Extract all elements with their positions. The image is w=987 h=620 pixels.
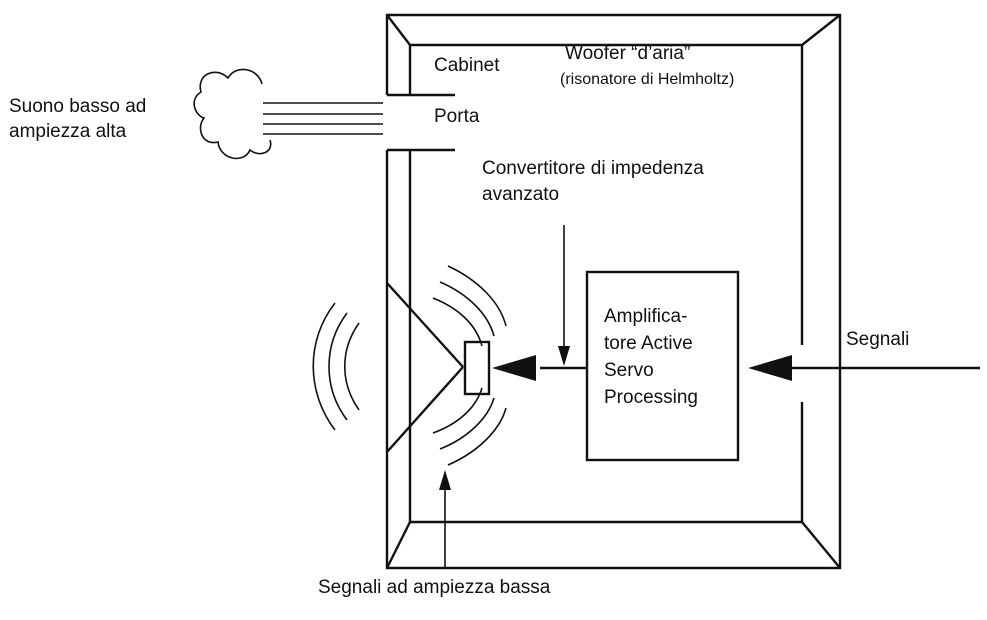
converter-label-line1: Convertitore di impedenza	[482, 158, 704, 179]
inner-sound-waves-upper	[432, 265, 507, 347]
port-tube	[387, 82, 455, 152]
low-amplitude-pointer-arrow	[439, 470, 451, 568]
woofer-label-line2: (risonatore di Helmholtz)	[560, 71, 735, 88]
sound-cloud-icon	[193, 68, 272, 160]
sound-label-line1: Suono basso ad	[9, 96, 147, 117]
inner-sound-waves-lower	[432, 387, 507, 466]
amplifier-label-line3: Servo	[604, 360, 654, 381]
woofer-label-line1: Woofer “d’aria”	[565, 43, 691, 64]
signals-label: Segnali	[846, 329, 910, 350]
amplifier-box	[585, 270, 740, 462]
cabinet-corner-bevels	[385, 14, 841, 569]
converter-pointer-arrow	[558, 225, 570, 366]
sound-label-line2: ampiezza alta	[9, 121, 127, 142]
woofer-cone	[386, 282, 464, 453]
converter-label-line2: avanzato	[482, 184, 560, 205]
driver-coil-box	[463, 340, 491, 396]
amplifier-to-driver-arrow	[492, 355, 587, 381]
outer-sound-waves	[312, 302, 360, 431]
port-label: Porta	[434, 106, 480, 127]
amplifier-label-line2: tore Active	[604, 333, 693, 354]
amplifier-label-line4: Processing	[604, 387, 698, 408]
cabinet-outer-wall	[385, 13, 842, 570]
amplifier-label-line1: Amplifica-	[604, 306, 688, 327]
low-amplitude-signals-label: Segnali ad ampiezza bassa	[318, 577, 551, 598]
port-airflow-lines	[263, 102, 383, 135]
cabinet-label: Cabinet	[434, 55, 500, 76]
input-signal-arrow	[748, 355, 980, 381]
